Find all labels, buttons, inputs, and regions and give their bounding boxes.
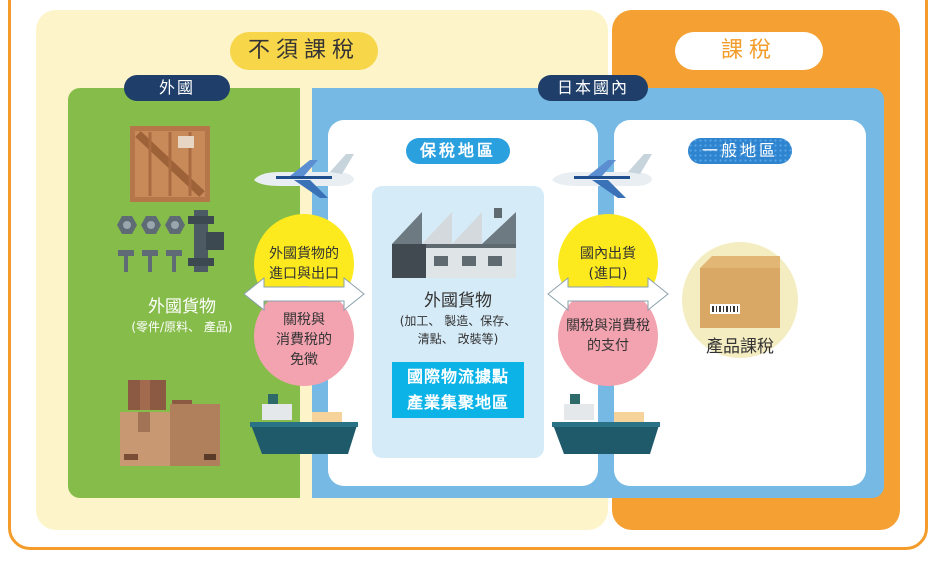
general-tag: 一般地區 (688, 138, 792, 164)
domestic-shipment-line2: (進口) (588, 266, 628, 282)
barcode-box-icon (700, 256, 780, 328)
tax-exempt-circle: 關稅與消費稅的免徵 (254, 286, 354, 386)
domestic-shipment-line1: 國內出貨 (580, 246, 636, 262)
tax-payment-circle: 關稅與消費稅的支付 (558, 286, 658, 386)
domestic-tag: 日本國內 (538, 75, 648, 101)
factory-icon (392, 208, 516, 278)
cardboard-box-icon (120, 380, 220, 466)
outer-frame (8, 0, 928, 550)
logistics-hub-line1: 國際物流據點 (406, 367, 509, 386)
logistics-hub-line2: 產業集聚地區 (406, 393, 509, 412)
bonded-process-line2: 清點、 改裝等) (417, 332, 499, 346)
tax-free-label: 不須課稅 (230, 32, 378, 70)
bonded-process-line1: (加工、 製造、保存、 (399, 314, 517, 328)
logistics-hub-box: 國際物流據點 產業集聚地區 (392, 362, 524, 418)
foreign-goods-subtitle: (零件/原料、 產品) (131, 320, 233, 334)
tax-exempt-line1: 關稅與 (283, 312, 325, 328)
bonded-goods-title: 外國貨物 (424, 291, 492, 311)
ship-icon (250, 394, 358, 454)
bolt-nut-icon (117, 216, 185, 272)
pipe-fitting-icon (188, 210, 224, 272)
import-export-line1: 外國貨物的 (269, 246, 339, 262)
ship-icon (552, 394, 660, 454)
tax-exempt-line3: 免徵 (290, 352, 318, 368)
wooden-crate-icon (130, 126, 210, 202)
double-arrow-icon (243, 276, 365, 312)
bonded-tag: 保稅地區 (406, 138, 510, 164)
airplane-icon (552, 154, 652, 198)
tax-payment-line1: 關稅與消費稅 (566, 318, 650, 334)
product-tax-label: 產品課稅 (706, 337, 774, 357)
foreign-goods-title: 外國貨物 (148, 297, 216, 317)
foreign-tag: 外國 (124, 75, 230, 101)
double-arrow-icon (547, 276, 669, 312)
import-export-line2: 進口與出口 (269, 266, 339, 282)
airplane-icon (254, 154, 354, 198)
tax-payment-line2: 的支付 (587, 338, 629, 354)
taxed-label: 課稅 (675, 32, 823, 70)
tax-exempt-line2: 消費稅的 (276, 332, 332, 348)
